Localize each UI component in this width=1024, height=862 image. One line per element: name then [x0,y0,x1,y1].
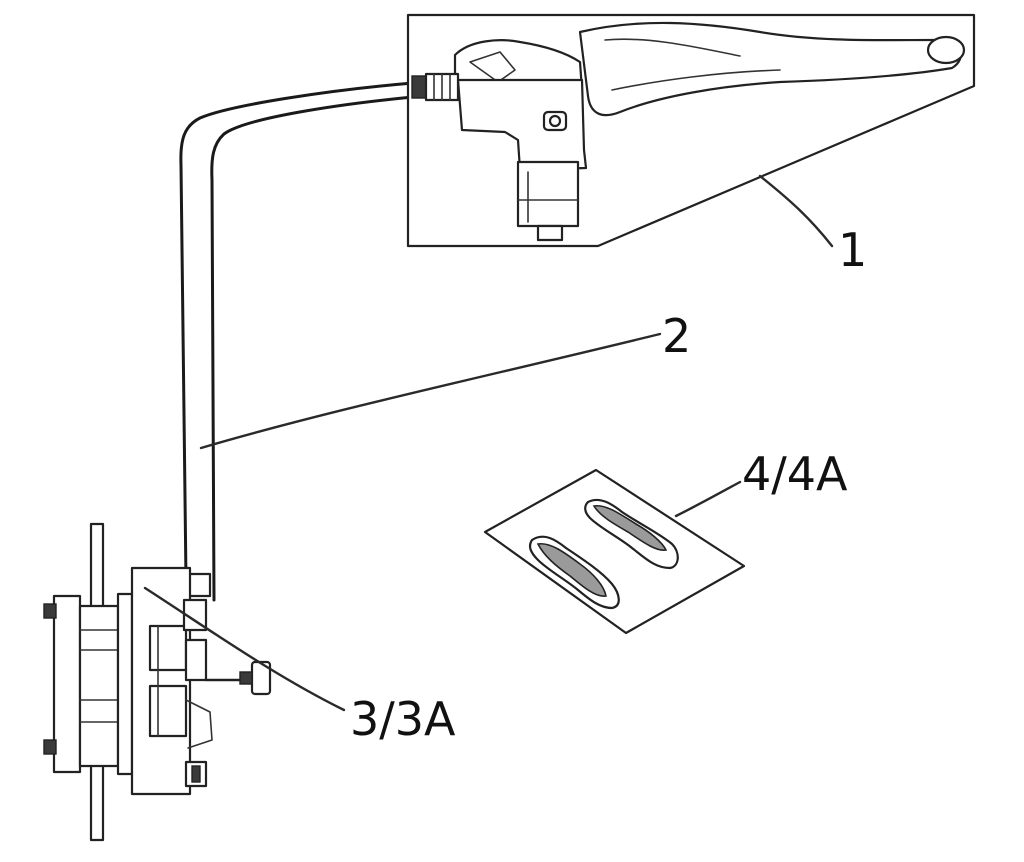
brake-lever [578,21,962,117]
outlet-nut [536,224,564,242]
lever-tip [926,35,966,65]
caliper-piston-housing [148,624,188,672]
hose-outlet-block [516,160,580,228]
brake-hose [179,81,415,602]
caliper-inner-half [116,592,134,776]
caliper-body [130,566,192,796]
bleed-nipple-nut [239,671,253,685]
leader-line-3 [143,586,346,712]
pad-carrier [78,604,120,768]
lever-master-cylinder-inset [406,13,976,248]
caliper-bridge [148,684,188,738]
mount-bolt-top [43,603,57,619]
mount-bolt-bottom [43,739,57,755]
caliper-assembly [43,522,272,842]
callout-caliper: 3/3A [350,692,456,746]
callout-lever-master-cylinder: 1 [838,223,867,277]
pads-frame [483,468,746,635]
leader-line-1 [758,174,834,248]
leader-line-2 [199,332,662,450]
hose-fitting-thread [411,75,427,99]
caliper-side-lug [184,638,208,682]
caliper-mount-plate [52,594,82,774]
hose-inlet [182,598,208,632]
brake-pads-inset [483,468,746,635]
callout-brake-hose: 2 [662,309,691,363]
callout-brake-pads: 4/4A [742,447,848,501]
leader-line-4 [674,480,742,518]
